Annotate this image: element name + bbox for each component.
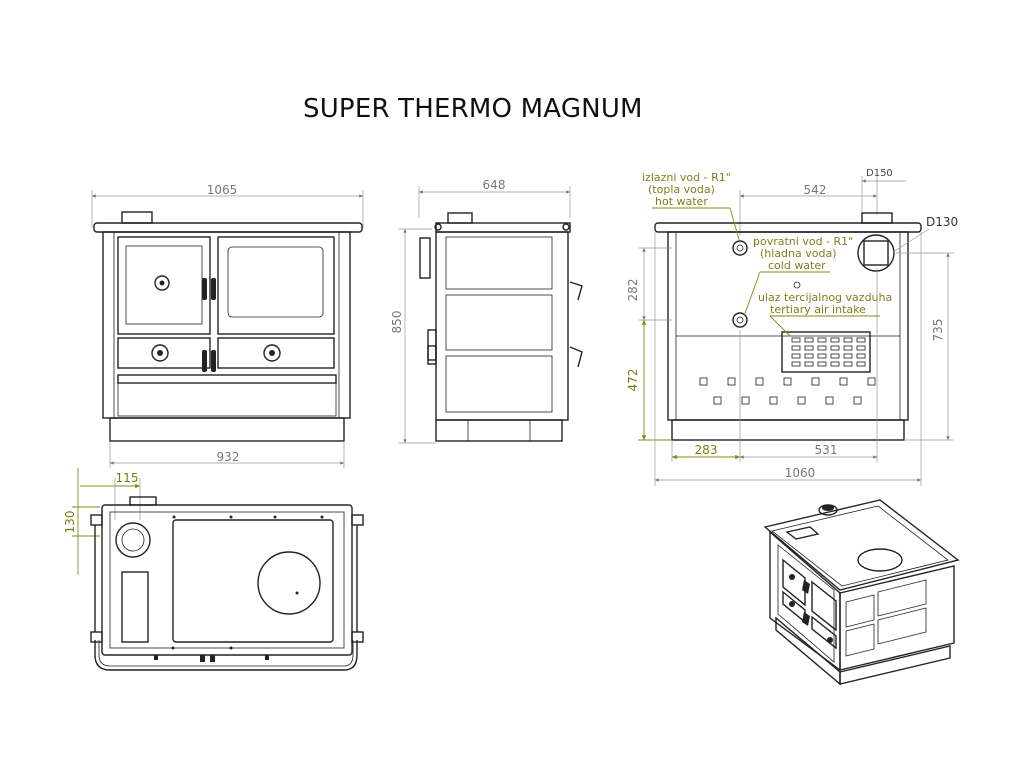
dim-rear-height-282: 282: [626, 279, 640, 302]
dim-flue-d150: D150: [866, 168, 893, 179]
dim-side-depth: 648: [483, 178, 506, 192]
label-air-1: ulaz tercijalnog vazduha: [758, 291, 892, 304]
dim-top-offset-130: 130: [63, 511, 77, 534]
side-view: 648 850: [390, 178, 583, 444]
dim-front-width: 1065: [207, 183, 238, 197]
label-return-3: cold water: [768, 259, 826, 272]
dim-rear-height-472: 472: [626, 369, 640, 392]
dim-rear-width-1060: 1060: [785, 466, 816, 480]
front-view: 1065 932: [91, 183, 364, 468]
rear-view: 542 D150: [626, 168, 958, 486]
label-outlet-3: hot water: [655, 195, 708, 208]
label-return-1: povratni vod - R1": [753, 235, 853, 248]
dim-flue-d130: D130: [926, 215, 958, 229]
dim-top-offset-115: 115: [116, 471, 139, 485]
label-return-2: (hladna voda): [760, 247, 837, 260]
dim-rear-top-offset: 542: [804, 183, 827, 197]
dim-front-base-width: 932: [217, 450, 240, 464]
label-outlet-2: (topla voda): [648, 183, 715, 196]
dim-rear-width-531: 531: [815, 443, 838, 457]
drawing-title: SUPER THERMO MAGNUM: [303, 94, 643, 124]
dim-side-height: 850: [390, 311, 404, 334]
dim-rear-height-735: 735: [931, 319, 945, 342]
label-air-2: tertiary air intake: [770, 303, 866, 316]
dim-rear-width-283: 283: [695, 443, 718, 457]
isometric-view: [763, 499, 960, 686]
top-view: 115 130: [63, 468, 364, 671]
label-outlet-1: izlazni vod - R1": [642, 171, 731, 184]
